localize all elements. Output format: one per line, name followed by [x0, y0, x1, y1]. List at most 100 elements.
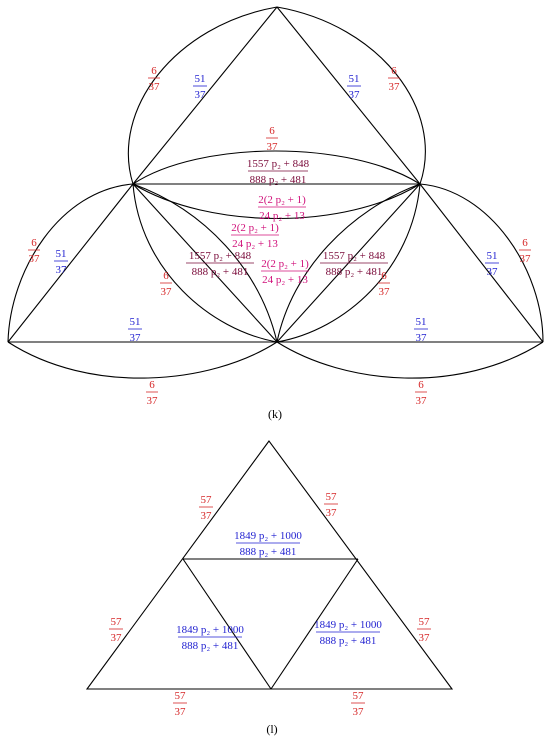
svg-text:888 p₂ + 481: 888 p₂ + 481: [182, 640, 239, 652]
label-left-edge: 51 37: [54, 248, 68, 276]
inner-left-line: [182, 558, 272, 690]
label-bottom-left: 57 37: [173, 690, 187, 718]
svg-text:57: 57: [326, 491, 338, 503]
svg-text:37: 37: [149, 81, 161, 93]
svg-text:6: 6: [418, 379, 424, 391]
svg-text:37: 37: [267, 141, 279, 153]
svg-text:2(2 p₂ + 1): 2(2 p₂ + 1): [261, 258, 309, 270]
svg-text:888 p₂ + 481: 888 p₂ + 481: [326, 266, 383, 278]
svg-text:24 p₂ + 13: 24 p₂ + 13: [259, 210, 305, 222]
label-left-outer-arc: 6 37: [28, 237, 40, 265]
svg-text:51: 51: [130, 316, 141, 328]
svg-text:6: 6: [269, 125, 275, 137]
svg-text:1557 p₂ + 848: 1557 p₂ + 848: [189, 250, 252, 262]
label-mid-chord: 1849 p₂ + 1000 888 p₂ + 481: [234, 530, 302, 558]
svg-text:51: 51: [416, 316, 427, 328]
label-right-side: 57 37: [417, 616, 431, 644]
label-top-left-side: 57 37: [199, 494, 213, 522]
label-top-right-side: 57 37: [324, 491, 338, 519]
top-right-arc: [276, 6, 426, 185]
svg-text:57: 57: [175, 690, 187, 702]
svg-text:57: 57: [201, 494, 213, 506]
triangle-top-left-edge: [132, 6, 278, 185]
label-right-inner-arc: 6 37: [378, 270, 390, 298]
svg-text:57: 57: [419, 616, 431, 628]
svg-text:37: 37: [379, 286, 391, 298]
label-left-inner-arc: 6 37: [160, 270, 172, 298]
label-upper-lens-arc: 6 37: [266, 125, 278, 153]
label-top-left-edge: 51 37: [193, 73, 207, 101]
right-lens-inner-arc: [276, 183, 421, 343]
left-lens-inner-arc: [132, 183, 278, 343]
svg-text:6: 6: [381, 270, 387, 282]
label-inner-left: 1849 p₂ + 1000 888 p₂ + 481: [176, 624, 244, 652]
svg-text:888 p₂ + 481: 888 p₂ + 481: [250, 174, 307, 186]
diagram-k: 6 37 51 37 51 37 6 37 6 37 1557 p₂ + 848…: [7, 6, 544, 421]
label-bottom-left-edge: 51 37: [128, 316, 142, 344]
svg-text:37: 37: [353, 706, 365, 718]
left-lens-outer-arc: [132, 183, 278, 343]
svg-text:37: 37: [195, 89, 207, 101]
label-lens-mid-b: 2(2 p₂ + 1) 24 p₂ + 13: [231, 222, 279, 250]
svg-text:37: 37: [56, 264, 68, 276]
outer-triangle: [85, 440, 454, 690]
caption-k: (k): [268, 407, 282, 421]
svg-text:37: 37: [147, 395, 159, 407]
triangle-top-right-edge: [276, 6, 421, 185]
svg-text:37: 37: [161, 286, 173, 298]
svg-text:37: 37: [349, 89, 361, 101]
triangle-left-edge: [7, 183, 134, 343]
svg-text:1849 p₂ + 1000: 1849 p₂ + 1000: [314, 619, 382, 631]
left-outer-arc: [7, 183, 134, 343]
svg-text:2(2 p₂ + 1): 2(2 p₂ + 1): [258, 194, 306, 206]
svg-text:6: 6: [391, 65, 397, 77]
lower-lens-arc: [132, 183, 421, 220]
svg-text:37: 37: [487, 266, 499, 278]
label-top-right-edge: 51 37: [347, 73, 361, 101]
svg-text:37: 37: [130, 332, 142, 344]
svg-text:57: 57: [353, 690, 365, 702]
svg-text:6: 6: [163, 270, 169, 282]
svg-text:1849 p₂ + 1000: 1849 p₂ + 1000: [176, 624, 244, 636]
inner-right-line: [270, 558, 359, 690]
upper-lens-arc: [132, 150, 421, 185]
svg-text:888 p₂ + 481: 888 p₂ + 481: [320, 635, 377, 647]
svg-text:24 p₂ + 13: 24 p₂ + 13: [232, 238, 278, 250]
svg-text:37: 37: [111, 632, 123, 644]
label-left-chord: 1557 p₂ + 848 888 p₂ + 481: [186, 250, 254, 278]
svg-text:6: 6: [31, 237, 37, 249]
svg-text:37: 37: [416, 395, 428, 407]
label-bottom-right-arc: 6 37: [415, 379, 427, 407]
svg-text:37: 37: [419, 632, 431, 644]
svg-text:6: 6: [522, 237, 528, 249]
triangle-right-edge: [419, 183, 544, 343]
label-right-chord: 1557 p₂ + 848 888 p₂ + 481: [320, 250, 388, 278]
label-left-side: 57 37: [109, 616, 123, 644]
svg-text:51: 51: [349, 73, 360, 85]
bottom-right-arc: [276, 341, 544, 379]
bottom-left-arc: [7, 341, 278, 379]
svg-text:37: 37: [389, 81, 401, 93]
label-lens-mid-c: 2(2 p₂ + 1) 24 p₂ + 13: [261, 258, 309, 286]
svg-text:51: 51: [195, 73, 206, 85]
svg-text:888 p₂ + 481: 888 p₂ + 481: [192, 266, 249, 278]
svg-text:37: 37: [175, 706, 187, 718]
svg-text:37: 37: [29, 253, 41, 265]
svg-text:51: 51: [487, 250, 498, 262]
label-center-chord: 1557 p₂ + 848 888 p₂ + 481: [247, 158, 310, 186]
label-right-edge: 51 37: [485, 250, 499, 278]
label-right-outer-arc: 6 37: [519, 237, 531, 265]
svg-text:37: 37: [520, 253, 532, 265]
label-inner-right: 1849 p₂ + 1000 888 p₂ + 481: [314, 619, 382, 647]
svg-text:1557 p₂ + 848: 1557 p₂ + 848: [247, 158, 310, 170]
label-top-right-arc: 6 37: [388, 65, 400, 93]
svg-text:37: 37: [416, 332, 428, 344]
caption-l: (l): [266, 722, 277, 736]
svg-text:1849 p₂ + 1000: 1849 p₂ + 1000: [234, 530, 302, 542]
svg-text:51: 51: [56, 248, 67, 260]
svg-text:6: 6: [149, 379, 155, 391]
svg-text:888 p₂ + 481: 888 p₂ + 481: [240, 546, 297, 558]
top-left-arc: [127, 6, 278, 185]
label-bottom-left-arc: 6 37: [146, 379, 158, 407]
